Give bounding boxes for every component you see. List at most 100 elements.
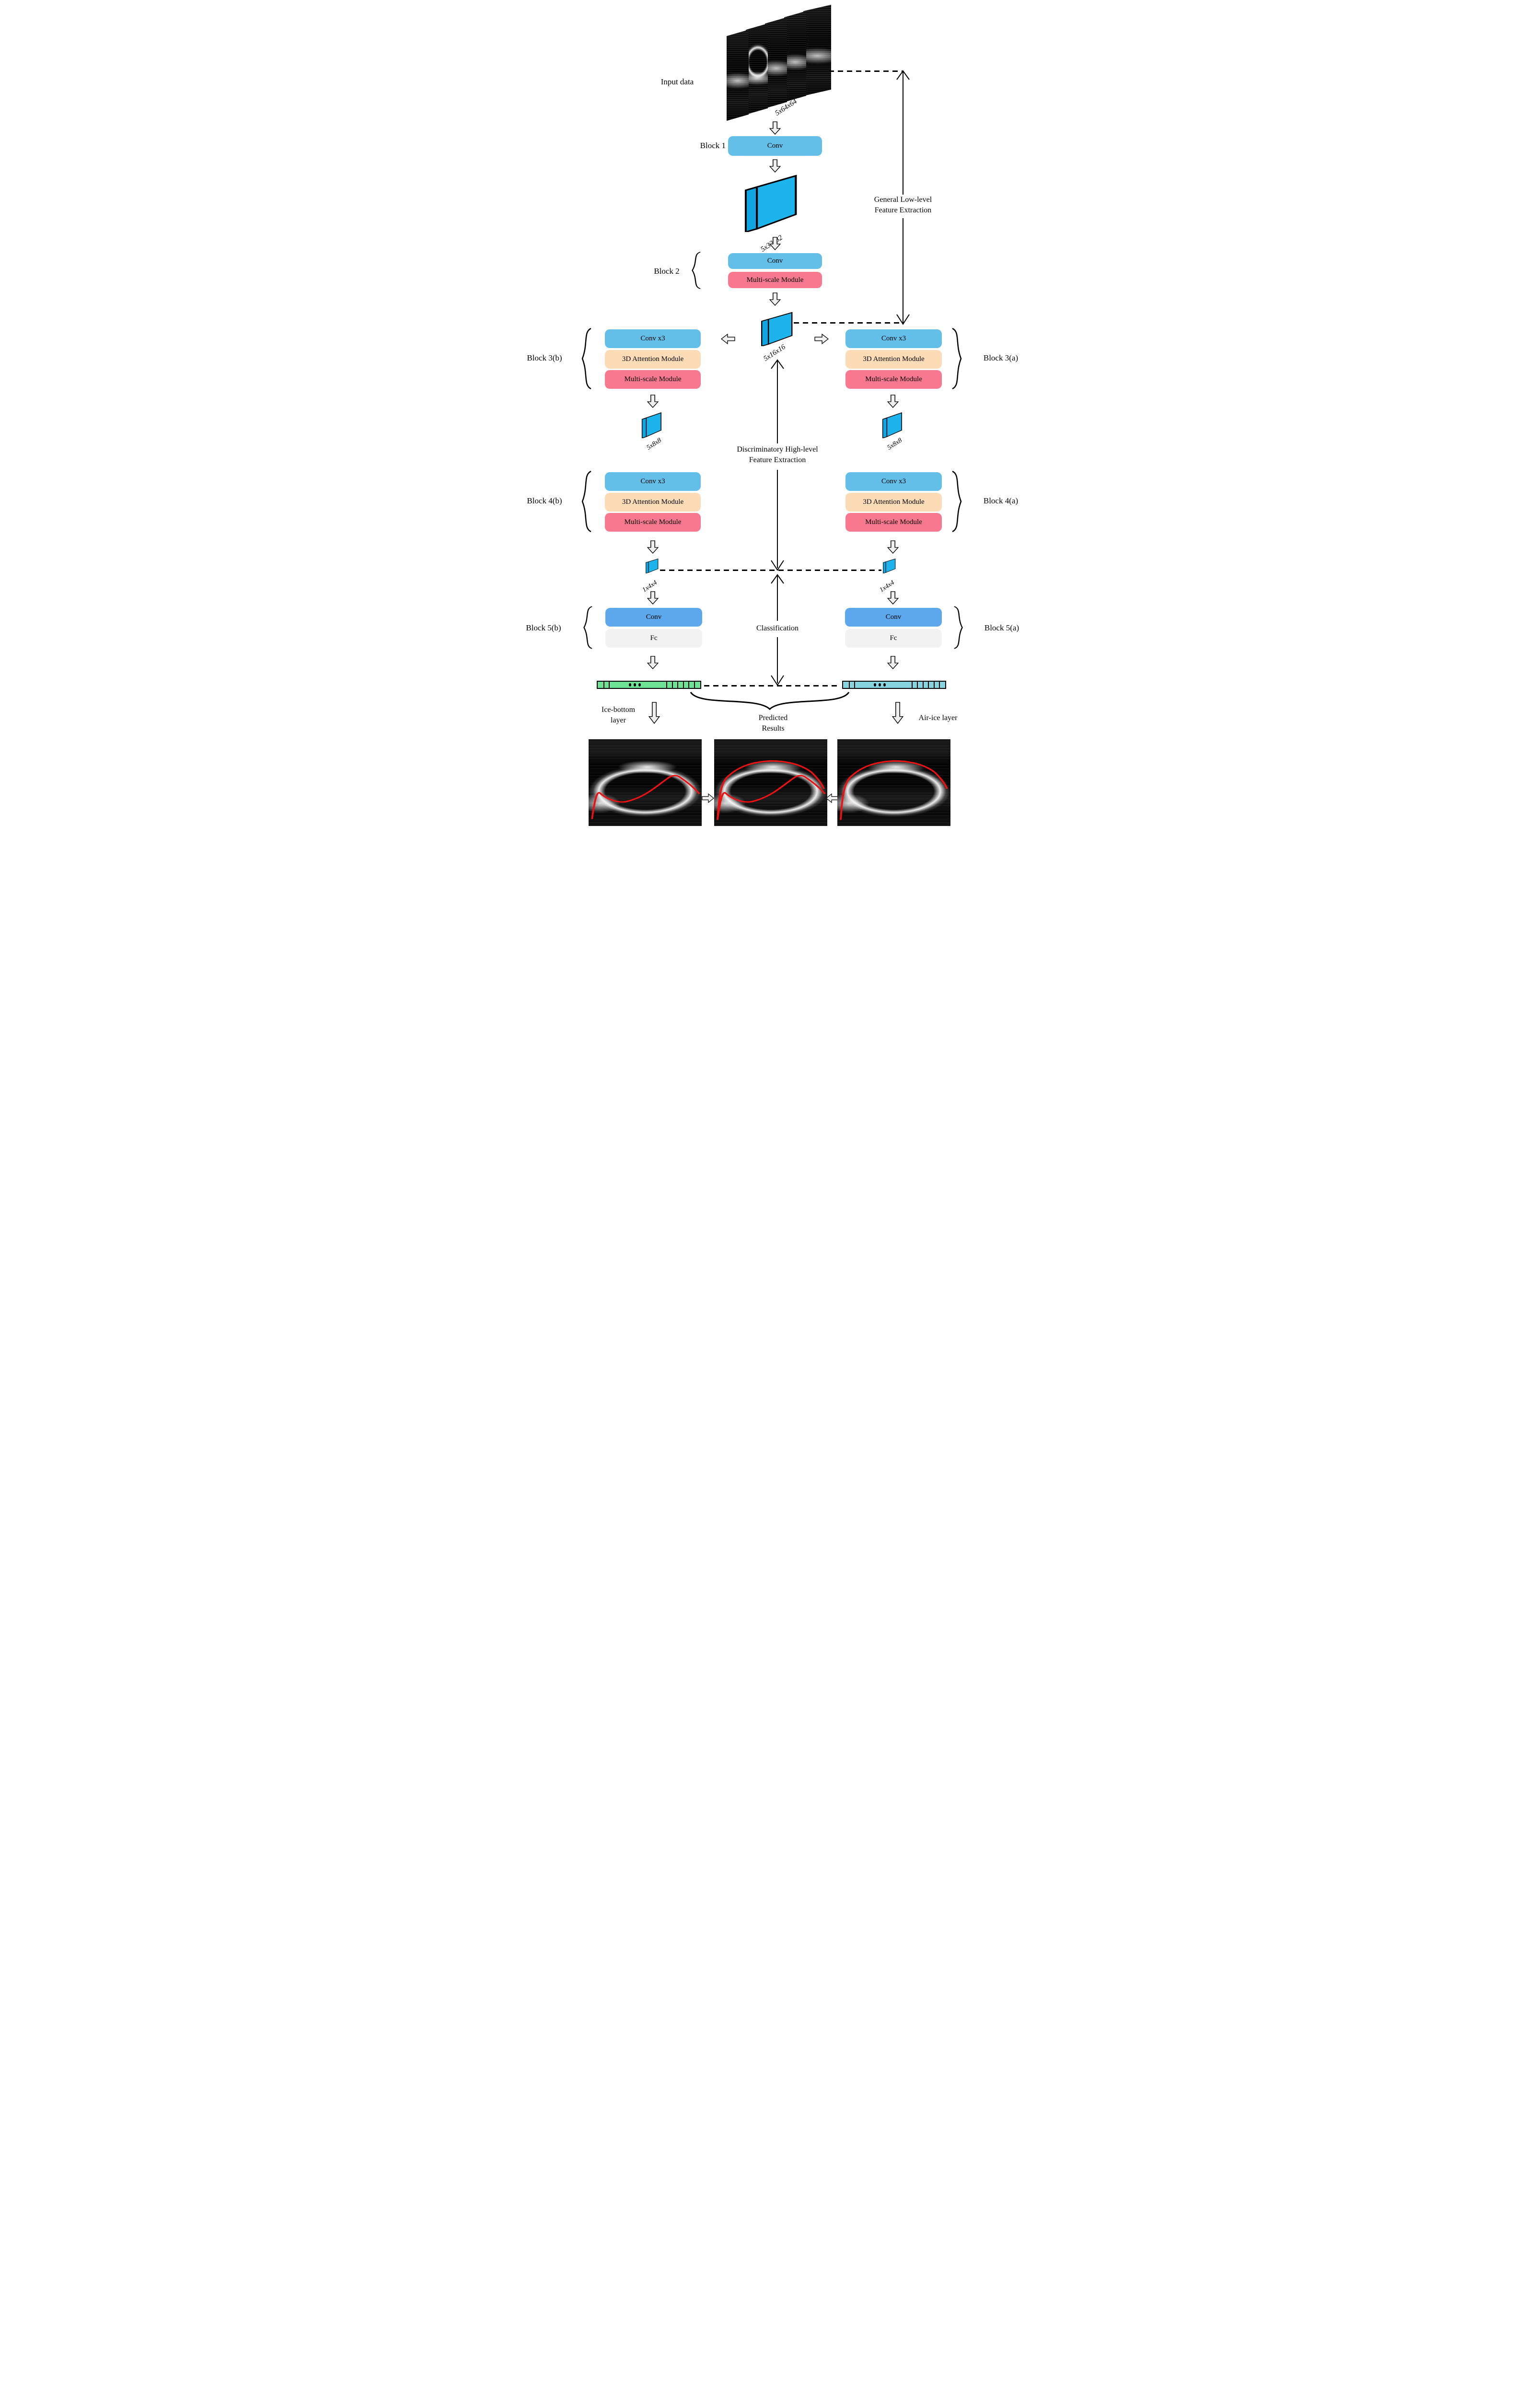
vector-cell-divider xyxy=(677,681,679,688)
block4b-brace xyxy=(579,470,592,533)
predicted-results-brace xyxy=(689,691,850,711)
block1-conv: Conv xyxy=(728,136,822,156)
down-arrow-icon xyxy=(647,395,659,408)
block3b-label: Block 3(b) xyxy=(527,353,562,362)
feature-map-5x8x8-right xyxy=(881,411,903,438)
dim-5x8x8-left: 5x8x8 xyxy=(645,437,663,452)
dashed-connector-16 xyxy=(794,322,902,324)
block5b-conv: Conv xyxy=(605,608,702,627)
air-ice-label: Air-ice layer xyxy=(918,714,958,722)
block5a-conv: Conv xyxy=(845,608,942,627)
block3a-attention: 3D Attention Module xyxy=(845,350,942,369)
down-arrow-icon xyxy=(892,702,903,724)
block4b-conv: Conv x3 xyxy=(605,472,701,491)
vector-cell-divider xyxy=(694,681,695,688)
ice-bottom-line2: layer xyxy=(611,716,626,724)
vector-cell-divider xyxy=(688,681,690,688)
vector-cell-divider xyxy=(939,681,940,688)
input-slice xyxy=(784,11,806,102)
echogram-combined-result xyxy=(714,739,827,826)
vector-cell-divider xyxy=(603,681,604,688)
input-image-stack xyxy=(727,5,831,121)
block5a-brace xyxy=(953,605,966,650)
block3a-multiscale: Multi-scale Module xyxy=(845,370,942,389)
block4a-label: Block 4(a) xyxy=(983,496,1019,505)
block3a-label: Block 3(a) xyxy=(983,353,1019,362)
high-level-line2: Feature Extraction xyxy=(749,455,806,464)
right-arrow-icon xyxy=(702,793,714,803)
down-arrow-icon xyxy=(769,159,781,173)
dashed-connector-results xyxy=(704,685,841,687)
input-data-label: Input data xyxy=(660,77,694,86)
left-arrow-icon xyxy=(826,793,838,803)
block3a-brace xyxy=(951,327,965,390)
combined-curves xyxy=(717,760,826,820)
left-arrow-icon xyxy=(721,334,735,344)
low-level-line2: Feature Extraction xyxy=(874,206,932,214)
feature-map-5x32x32 xyxy=(742,173,798,232)
vector-cell-divider xyxy=(672,681,673,688)
vector-cell-divider xyxy=(927,681,929,688)
ice-bottom-line1: Ice-bottom xyxy=(601,706,636,714)
block1-label: Block 1 xyxy=(700,141,726,150)
block2-brace xyxy=(689,251,701,290)
ice-bottom-curve xyxy=(591,775,700,819)
block5b-fc: Fc xyxy=(605,629,702,648)
low-level-line1: General Low-level xyxy=(874,196,932,204)
echogram-air-ice-result xyxy=(837,739,950,826)
down-arrow-icon xyxy=(769,292,781,306)
classification-annotation: Classification xyxy=(756,624,799,632)
air-ice-output-vector xyxy=(842,681,946,689)
dashed-connector-input xyxy=(829,70,903,72)
input-slice xyxy=(765,17,787,108)
down-arrow-icon xyxy=(887,656,899,669)
low-level-span-arrow xyxy=(896,70,910,325)
vector-cell-divider xyxy=(922,681,924,688)
architecture-diagram: Input data 5x64x64 General Low-level Fea… xyxy=(513,0,1027,831)
block5b-label: Block 5(b) xyxy=(526,623,561,632)
predicted-line2: Results xyxy=(762,724,785,733)
vector-cell-divider xyxy=(848,681,850,688)
block2-label: Block 2 xyxy=(654,267,680,276)
block4a-conv: Conv x3 xyxy=(845,472,942,491)
predicted-results-label: Predicted Results xyxy=(740,713,807,733)
block5b-brace xyxy=(580,605,593,650)
input-slice xyxy=(727,30,749,121)
high-level-line1: Discriminatory High-level xyxy=(737,445,818,454)
high-level-span-arrow xyxy=(771,359,784,571)
dashed-connector-4 xyxy=(660,570,881,571)
down-arrow-icon xyxy=(769,237,781,250)
vector-cell-divider xyxy=(933,681,935,688)
down-arrow-icon xyxy=(887,591,899,605)
right-arrow-icon xyxy=(814,334,829,344)
feature-map-5x8x8-left xyxy=(641,411,662,438)
high-level-annotation: Discriminatory High-level Feature Extrac… xyxy=(725,444,830,465)
block3b-multiscale: Multi-scale Module xyxy=(605,370,701,389)
input-slice xyxy=(746,23,768,115)
ice-bottom-output-vector xyxy=(597,681,701,689)
block3b-attention: 3D Attention Module xyxy=(605,350,701,369)
dim-5x8x8-right: 5x8x8 xyxy=(886,437,903,452)
block5a-fc: Fc xyxy=(845,629,942,648)
vector-cell-divider xyxy=(666,681,668,688)
air-ice-curve xyxy=(840,760,948,820)
block2-conv: Conv xyxy=(728,253,822,269)
block3a-conv: Conv x3 xyxy=(845,329,942,348)
low-level-annotation: General Low-level Feature Extraction xyxy=(850,195,956,215)
block3b-brace xyxy=(579,327,592,390)
down-arrow-icon xyxy=(647,540,659,554)
feature-map-1x4x4-left xyxy=(645,558,659,573)
block4a-multiscale: Multi-scale Module xyxy=(845,513,942,532)
down-arrow-icon xyxy=(647,656,659,669)
vector-cell-divider xyxy=(683,681,684,688)
block5a-label: Block 5(a) xyxy=(984,623,1019,632)
down-arrow-icon xyxy=(769,121,781,135)
echogram-ice-bottom-result xyxy=(589,739,702,826)
vector-cell-divider xyxy=(916,681,918,688)
predicted-line1: Predicted xyxy=(758,714,788,722)
block3b-conv: Conv x3 xyxy=(605,329,701,348)
input-slice xyxy=(803,5,831,96)
block2-multiscale: Multi-scale Module xyxy=(728,272,822,288)
ellipsis-dots xyxy=(614,682,655,688)
feature-map-5x16x16 xyxy=(760,311,793,346)
